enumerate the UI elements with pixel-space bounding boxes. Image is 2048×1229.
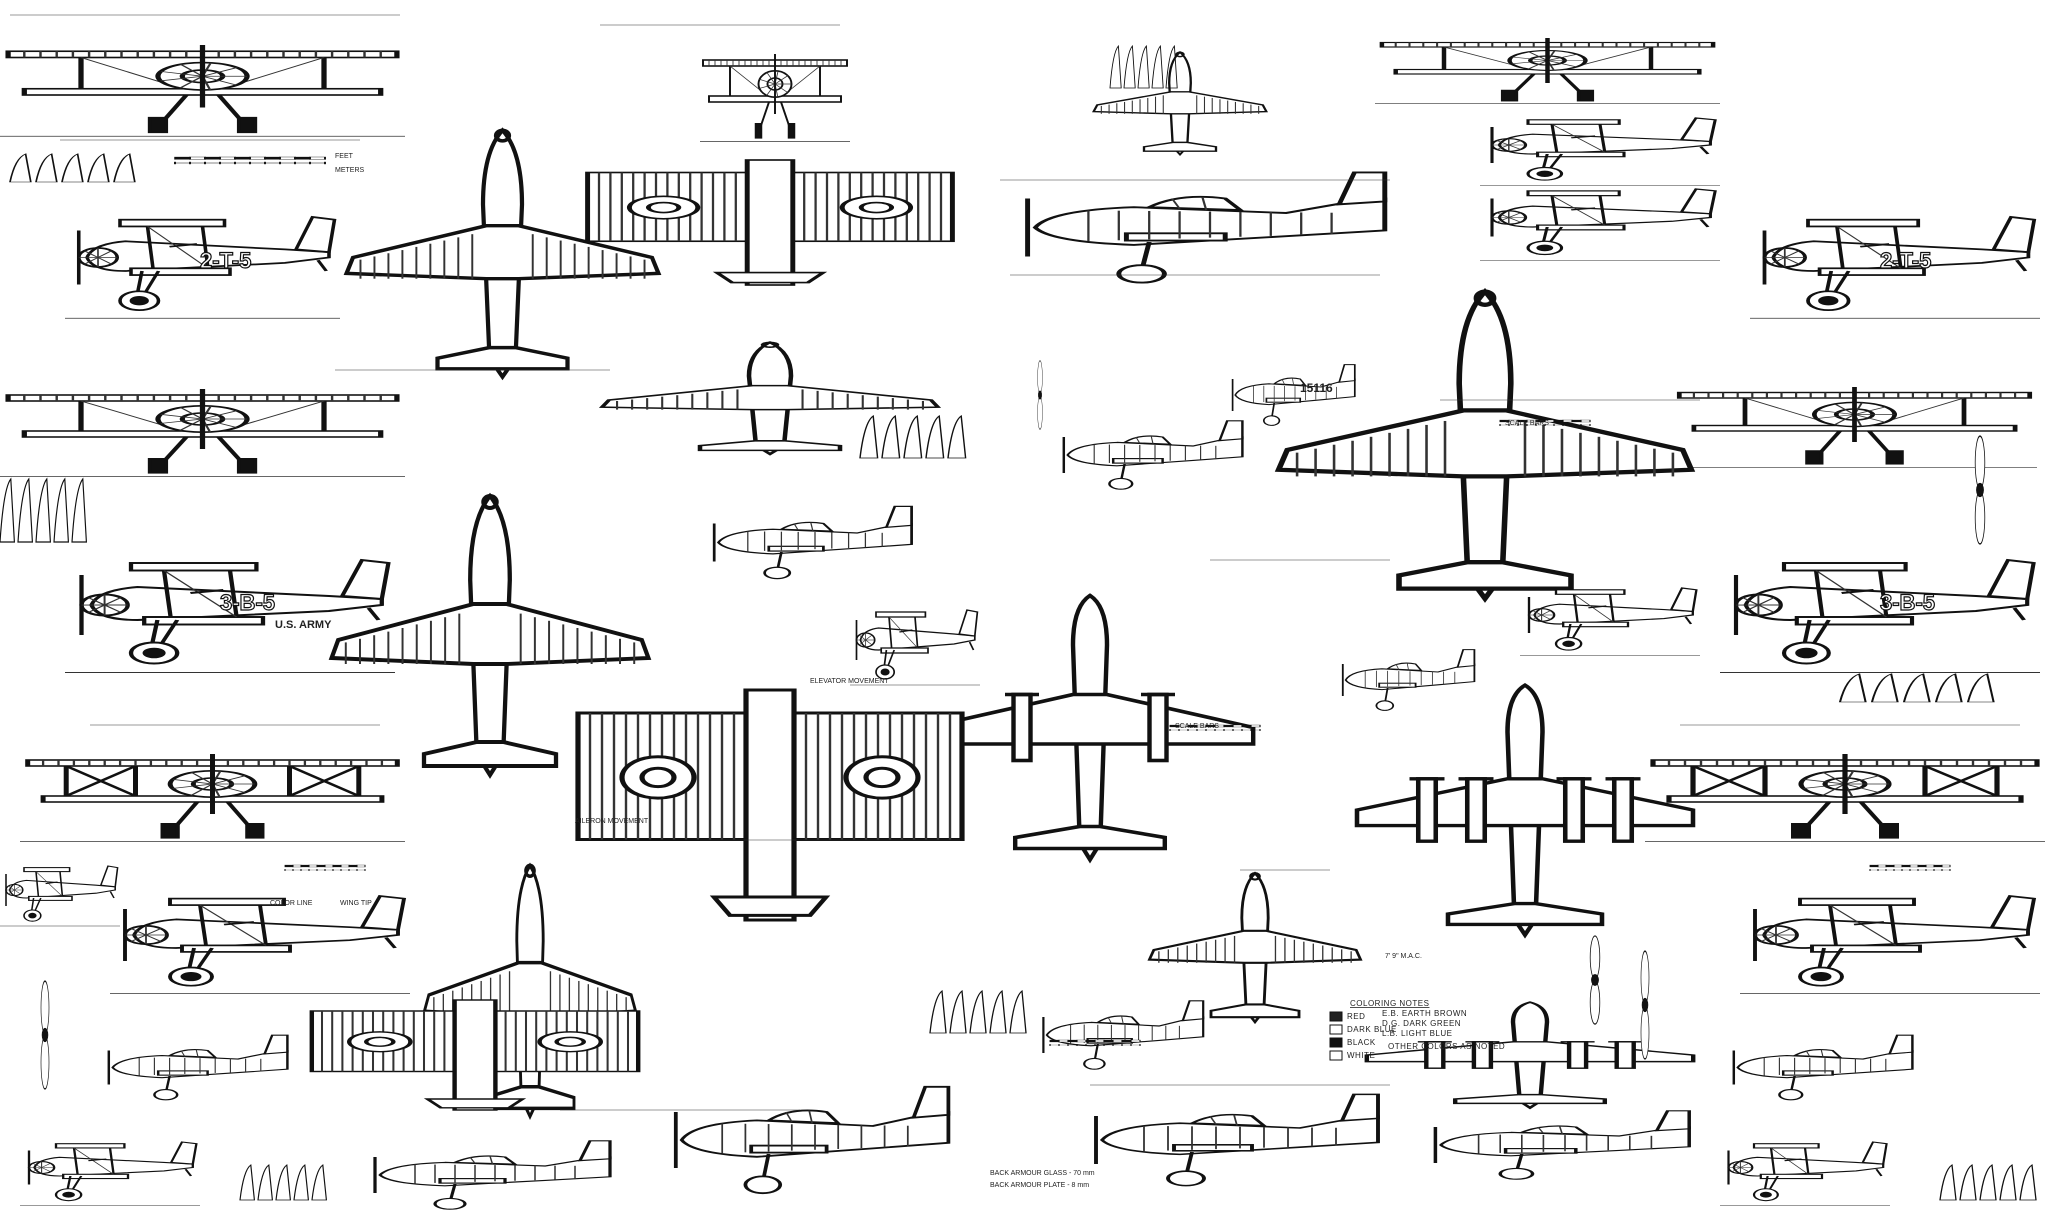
scale-bar (1049, 1039, 1141, 1046)
top-view-monoplane (1274, 288, 1696, 603)
top-view-monoplane (343, 127, 662, 381)
side-monoplane (1231, 364, 1356, 426)
swatch-label-3: WHITE (1347, 1051, 1375, 1060)
propeller (1037, 360, 1043, 430)
top-view-bomber (1354, 683, 1696, 939)
side-biplane (1520, 587, 1700, 656)
scale-label-feet: FEET (335, 153, 354, 160)
armor-note-glass: BACK ARMOUR GLASS - 70 mm (990, 1170, 1095, 1177)
scale-bar (1499, 419, 1591, 426)
scale-bars-label-2: SCALE BARS (1175, 723, 1219, 730)
propeller (1589, 935, 1601, 1025)
color-swatch-dark-blue (1329, 1024, 1343, 1035)
marking-2t5-right: 2-T-5 (1880, 248, 1931, 273)
side-monoplane (1062, 420, 1244, 490)
elevator-note: ELEVATOR MOVEMENT (810, 678, 889, 685)
color-swatch-white (1329, 1050, 1343, 1061)
wing-rib-sections (0, 477, 88, 543)
wing-rib-sections (1109, 44, 1178, 89)
abbrev-2: L.B. LIGHT BLUE (1382, 1029, 1453, 1038)
aileron-note: AILERON MOVEMENT (575, 818, 649, 825)
side-monoplane (712, 505, 913, 580)
armor-note-plate: BACK ARMOUR PLATE - 8 mm (990, 1182, 1089, 1189)
side-monoplane (1341, 649, 1476, 711)
front-biplane (1672, 387, 2038, 468)
side-biplane (1720, 558, 2041, 673)
side-biplane (1480, 188, 1721, 261)
abbrev-0: E.B. EARTH BROWN (1382, 1009, 1467, 1018)
wing-tip-note: WING TIP (340, 900, 372, 907)
front-biplane (700, 54, 850, 142)
side-monoplane (1732, 1034, 1914, 1101)
side-monoplane (1042, 1000, 1205, 1070)
scale-bar (1169, 724, 1261, 731)
top-view-biplane (575, 688, 965, 922)
wing-rib-sections (929, 989, 1027, 1034)
top-view-jet (1092, 51, 1268, 156)
swatch-label-0: RED (1347, 1012, 1365, 1021)
side-monoplane (1433, 1110, 1691, 1180)
wing-rib-sections (9, 153, 136, 183)
side-monoplane (107, 1034, 289, 1101)
marking-3b5-left: 3-B-5 (220, 590, 275, 615)
front-biplane (0, 389, 406, 477)
other-colors-note: OTHER COLORS AS NOTED (1388, 1042, 1505, 1051)
wing-rib-sections (239, 1164, 328, 1201)
top-view-bomber (1364, 1001, 1696, 1110)
marking-us-army: U.S. ARMY (275, 619, 332, 631)
color-line-note: COLOR LINE (270, 900, 313, 907)
side-biplane (110, 894, 410, 994)
mac-note: 7' 9" M.A.C. (1385, 953, 1422, 960)
scale-bar (284, 864, 366, 871)
scale-label-meters: METERS (335, 167, 365, 174)
scale-bar (174, 156, 326, 165)
propeller (1974, 435, 1986, 545)
side-monoplane (1025, 171, 1388, 284)
scale-bar (1869, 864, 1951, 871)
color-swatch-black (1329, 1037, 1343, 1048)
scale-bars-label: SCALE BARS (1505, 420, 1549, 427)
coloring-notes-legend: COLORING NOTES E.B. EARTH BROWN D.G. DAR… (1329, 999, 1505, 1061)
side-biplane (20, 1141, 200, 1207)
front-biplane (0, 45, 406, 137)
side-biplane (1750, 215, 2041, 319)
marking-3b5-right: 3-B-5 (1880, 590, 1935, 615)
color-swatch-red (1329, 1011, 1343, 1022)
coloring-notes-title: COLORING NOTES (1350, 999, 1429, 1008)
side-biplane (1720, 1141, 1891, 1207)
wing-rib-sections (1939, 1164, 2037, 1201)
top-view-monoplane (598, 341, 942, 456)
front-biplane-x-struts (20, 754, 405, 842)
front-biplane (1375, 38, 1721, 104)
side-biplane (1740, 894, 2040, 994)
top-view-monoplane (1147, 871, 1363, 1025)
side-monoplane (373, 1140, 612, 1210)
wing-rib-sections (859, 414, 967, 459)
side-biplane (850, 609, 980, 686)
side-biplane (0, 865, 121, 927)
top-view-biplane (309, 999, 641, 1111)
swatch-label-2: BLACK (1347, 1038, 1376, 1047)
side-biplane (1480, 117, 1721, 186)
side-monoplane (673, 1085, 951, 1195)
propeller (1640, 950, 1650, 1060)
side-biplane (65, 558, 395, 673)
propeller (40, 980, 50, 1090)
side-monoplane (1094, 1093, 1380, 1187)
abbrev-1: D.G. DARK GREEN (1382, 1019, 1461, 1028)
marking-2t5-left: 2-T-5 (200, 248, 251, 273)
swatch-label-1: DARK BLUE (1347, 1025, 1397, 1034)
top-view-monoplane (328, 492, 652, 779)
top-view-twin (924, 593, 1256, 864)
top-view-biplane (585, 159, 955, 286)
wing-rib-sections (1838, 673, 1995, 703)
front-biplane-x-struts (1645, 754, 2045, 842)
marking-serial: 15116 (1300, 381, 1333, 395)
side-biplane (65, 215, 340, 319)
